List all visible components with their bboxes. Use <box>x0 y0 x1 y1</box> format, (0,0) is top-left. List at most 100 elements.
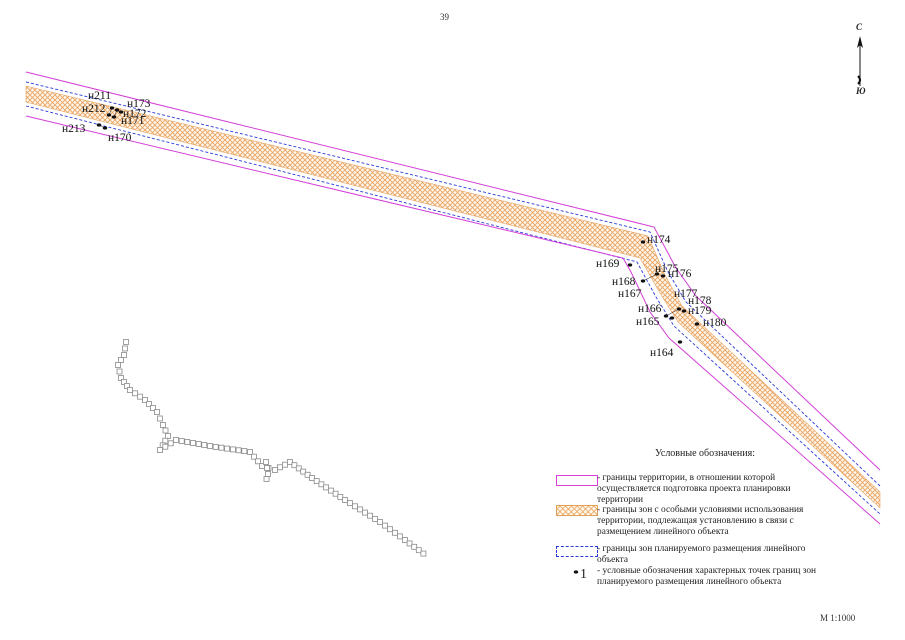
point-label: н180 <box>703 317 727 329</box>
survey-square <box>121 352 127 358</box>
survey-square <box>229 446 236 453</box>
point-label: н179 <box>688 305 712 317</box>
point-label: н165 <box>636 316 660 328</box>
page-number: 39 <box>440 12 449 22</box>
survey-square <box>118 357 124 363</box>
survey-square <box>146 401 152 407</box>
point-label: н177 <box>674 288 698 300</box>
point-label: н175 <box>655 263 679 275</box>
point-label: н211 <box>88 90 111 102</box>
survey-square <box>387 526 393 533</box>
point-label: н174 <box>647 234 671 246</box>
survey-square <box>263 476 270 482</box>
survey-square <box>122 345 128 352</box>
point-label: н169 <box>596 258 620 270</box>
survey-square <box>265 471 271 477</box>
point-label: н171 <box>121 115 145 127</box>
survey-square <box>377 519 383 525</box>
survey-square <box>382 522 388 529</box>
survey-square <box>347 500 353 507</box>
survey-square <box>367 512 373 519</box>
survey-square <box>357 506 363 513</box>
point-label: н170 <box>108 132 132 144</box>
point-label: н166 <box>638 303 662 315</box>
legend-swatch-point: 1 <box>572 567 596 586</box>
point-label: н167 <box>618 288 642 300</box>
survey-square <box>295 465 302 472</box>
legend-text-placement-zone: - границы зон планируемого размещения ли… <box>597 544 806 565</box>
survey-square <box>318 481 325 488</box>
point-label: н178 <box>688 295 712 307</box>
survey-square <box>337 493 344 500</box>
survey-square <box>137 393 143 400</box>
survey-square <box>304 471 311 478</box>
survey-square <box>160 422 166 428</box>
survey-square <box>327 487 334 494</box>
survey-square <box>241 448 248 455</box>
survey-square <box>121 379 127 385</box>
survey-square <box>224 445 231 452</box>
survey-square <box>264 465 270 471</box>
legend-title: Условные обозначения: <box>655 448 756 459</box>
survey-square <box>392 529 398 536</box>
point-label: н173 <box>127 98 151 110</box>
point-label: н172 <box>123 108 147 120</box>
survey-square <box>251 453 257 460</box>
north-arrow: С Ю <box>852 22 870 98</box>
survey-square <box>411 543 418 550</box>
survey-square <box>157 447 163 453</box>
survey-square <box>247 449 253 455</box>
legend-text-territory: - границы территории, в отношении которо… <box>597 473 791 505</box>
survey-square <box>207 443 213 449</box>
legend-point-symbol: 1 <box>580 567 587 582</box>
survey-square <box>212 443 219 450</box>
point-label: н213 <box>62 123 86 135</box>
point-label: н176 <box>668 268 692 280</box>
north-arrow-icon <box>857 36 863 86</box>
point-label: н212 <box>82 103 106 115</box>
survey-square <box>332 490 339 497</box>
survey-square <box>313 478 320 485</box>
survey-square <box>132 390 138 397</box>
survey-square <box>190 440 196 446</box>
survey-square <box>154 409 160 415</box>
survey-square <box>195 441 202 447</box>
survey-square <box>142 397 148 403</box>
survey-square <box>235 447 242 454</box>
point-leaders <box>98 107 680 317</box>
survey-trace <box>115 339 427 557</box>
survey-square <box>178 438 185 444</box>
legend-swatch-placement-zone <box>556 546 598 557</box>
placement-zone-boundary <box>25 81 881 515</box>
survey-square <box>162 427 169 434</box>
survey-square <box>162 443 169 450</box>
survey-square <box>184 439 191 445</box>
survey-square <box>201 442 208 448</box>
survey-square <box>150 405 156 411</box>
survey-square <box>402 537 408 543</box>
survey-square <box>127 387 133 393</box>
survey-square <box>157 415 163 422</box>
legend-text-point: - условные обозначения характерных точек… <box>597 566 817 587</box>
survey-square <box>173 437 179 443</box>
survey-square <box>397 533 403 540</box>
survey-square <box>218 444 225 451</box>
point-label: н164 <box>650 347 674 359</box>
survey-square <box>406 540 413 547</box>
point-labels: н211 н212 н173 н172 н171 н213 н170 н174 … <box>62 90 727 359</box>
survey-square <box>124 383 130 389</box>
survey-square <box>372 516 378 522</box>
survey-square <box>115 362 121 368</box>
point-marker-icon <box>573 570 579 574</box>
point-label: н168 <box>612 276 636 288</box>
survey-square <box>309 475 315 481</box>
survey-square <box>116 368 123 375</box>
survey-square <box>255 458 261 465</box>
survey-square <box>362 509 368 516</box>
legend-text-special-zone: - границы зон с особыми условиями исполь… <box>597 505 804 537</box>
survey-square <box>415 547 422 554</box>
survey-square <box>300 468 307 475</box>
survey-square <box>323 484 330 491</box>
legend-swatch-special-zone <box>556 505 598 516</box>
